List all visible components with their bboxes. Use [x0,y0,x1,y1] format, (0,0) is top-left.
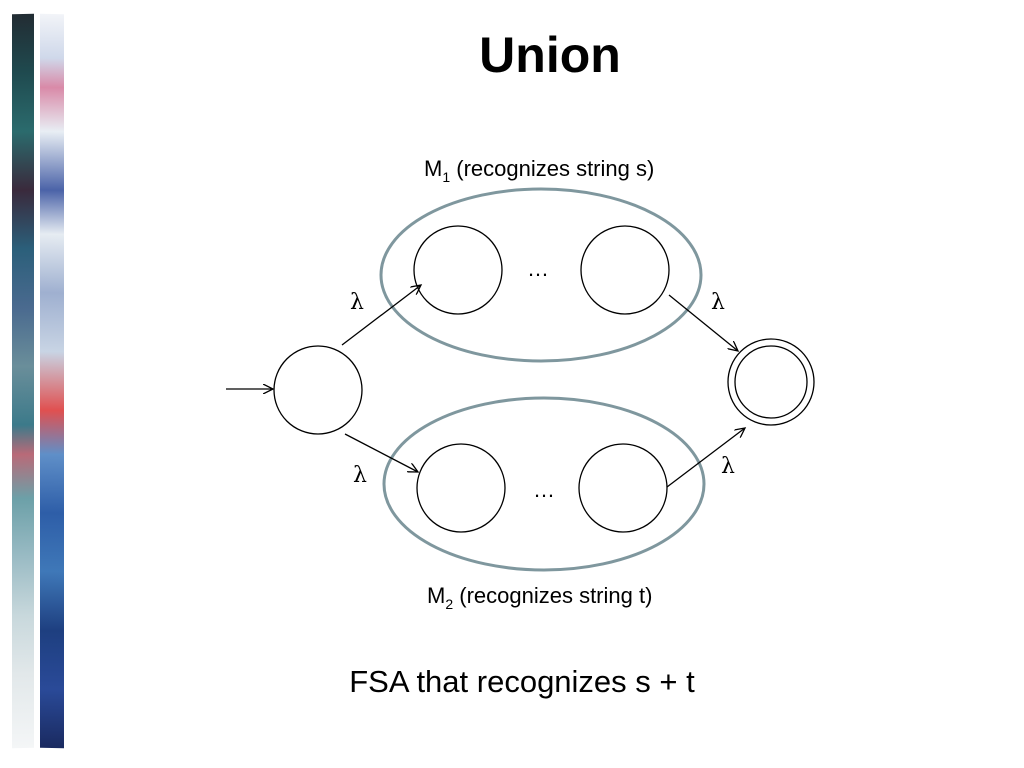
machine-2-label: M2 (recognizes string t) [427,583,652,612]
machine-1-outline [379,187,703,363]
machine-2-first-state [416,443,506,533]
start-state [273,345,363,435]
machine-1-ellipsis: … [527,256,549,281]
lambda-label-m1-accept: λ [711,290,725,315]
machine-2-ellipsis: … [533,477,555,502]
accept-state-inner [734,345,808,419]
diagram-caption: FSA that recognizes s + t [349,664,695,699]
slide-title: Union [479,27,621,83]
lambda-label-start-m2: λ [353,463,367,488]
machine-1-first-state [413,225,503,315]
lambda-label-m2-accept: λ [721,454,735,479]
machine-2-outline [382,396,706,572]
lambda-label-start-m1: λ [350,290,364,315]
m2-to-accept-arrow [666,428,745,488]
machine-2-last-state [578,443,668,533]
accept-state-outer [727,338,815,426]
start-to-m2-arrow [344,433,418,472]
m1-to-accept-arrow [668,294,738,351]
machine-1-label: M1 (recognizes string s) [424,156,654,185]
start-to-m1-arrow [341,285,421,346]
machine-1-last-state [580,225,670,315]
